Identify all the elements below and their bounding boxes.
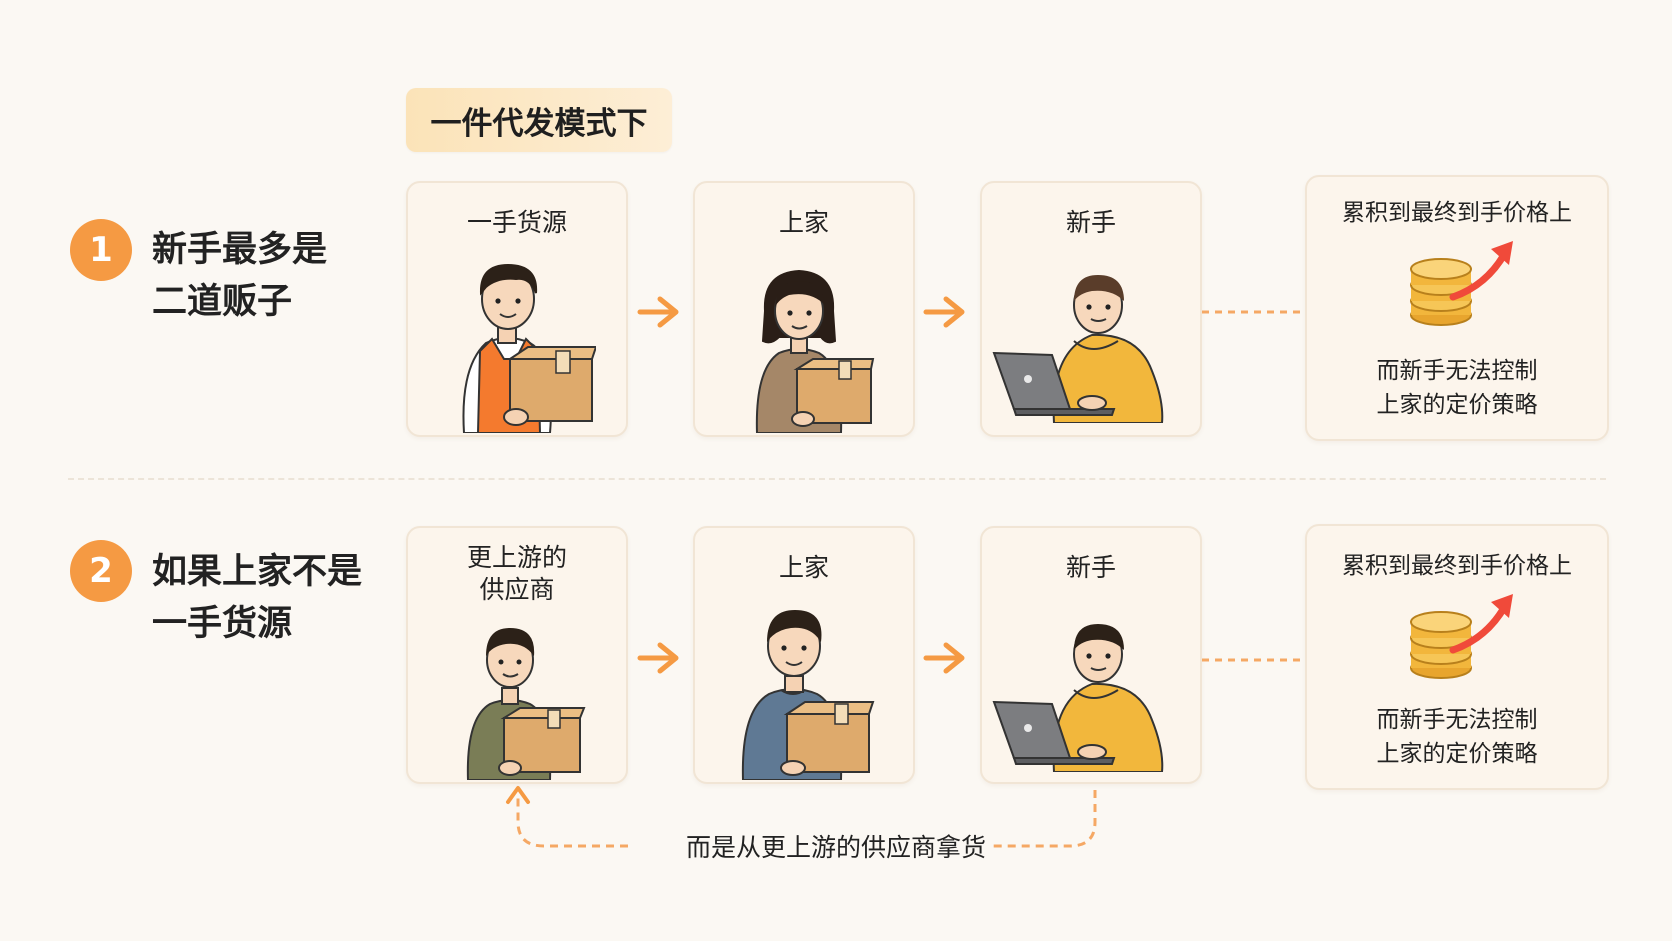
- footer-note: 而是从更上游的供应商拿货: [685, 833, 986, 862]
- result-card: 累积到最终到手价格上 而新手无法控制 上家的定价策略: [1305, 175, 1609, 441]
- card-upline-seller: 上家: [693, 526, 915, 784]
- page-title: 一件代发模式下: [406, 88, 672, 152]
- card-title: 更上游的: [466, 543, 567, 572]
- result-title: 累积到最终到手价格上: [1342, 553, 1572, 579]
- result-line: 而新手无法控制: [1376, 707, 1538, 733]
- card-title: 供应商: [479, 575, 555, 604]
- card-upstream-supplier: 更上游的 供应商: [406, 526, 628, 784]
- row-label: 如果上家不是 一手货源: [152, 546, 362, 650]
- arrow-right-icon: [923, 642, 965, 674]
- seller-man-with-box-icon: [741, 610, 875, 780]
- card-title: 一手货源: [466, 208, 567, 237]
- row-label: 新手最多是 二道贩子: [152, 224, 327, 328]
- row-label-line: 新手最多是: [152, 230, 328, 270]
- arrow-right-icon: [637, 642, 679, 674]
- result-card: 累积到最终到手价格上 而新手无法控制 上家的定价策略: [1305, 524, 1609, 790]
- arrow-right-icon: [923, 296, 965, 328]
- card-first-hand-source: 一手货源: [406, 181, 628, 437]
- seller-woman-with-box-icon: [755, 269, 875, 433]
- newbie-with-laptop-icon: [992, 275, 1164, 423]
- card-newbie: 新手: [980, 526, 1202, 784]
- step-number-badge: 2: [70, 540, 132, 602]
- dashed-connector: [1202, 658, 1304, 662]
- result-line: 而新手无法控制: [1376, 358, 1538, 384]
- card-title: 新手: [1065, 553, 1116, 582]
- card-title: 上家: [778, 208, 829, 237]
- step-number-badge: 1: [70, 219, 132, 281]
- result-title: 累积到最终到手价格上: [1342, 200, 1572, 226]
- return-loop-arrow: [506, 786, 1097, 848]
- supplier-with-box-icon: [466, 628, 586, 780]
- row-label-line: 一手货源: [152, 604, 293, 644]
- card-title: 新手: [1065, 208, 1116, 237]
- coins-rising-icon: [1410, 594, 1513, 679]
- card-upline-seller: 上家: [693, 181, 915, 437]
- section-divider: [68, 478, 1606, 480]
- arrow-right-icon: [637, 296, 679, 328]
- coins-rising-icon: [1410, 241, 1513, 326]
- newbie-with-laptop-icon: [992, 624, 1164, 772]
- result-line: 上家的定价策略: [1376, 741, 1538, 767]
- card-title: 上家: [778, 553, 829, 582]
- worker-with-box-icon: [462, 263, 596, 433]
- row-label-line: 如果上家不是: [152, 552, 363, 592]
- dashed-connector: [1202, 310, 1304, 314]
- row-label-line: 二道贩子: [152, 282, 293, 322]
- result-line: 上家的定价策略: [1376, 392, 1538, 418]
- card-newbie: 新手: [980, 181, 1202, 437]
